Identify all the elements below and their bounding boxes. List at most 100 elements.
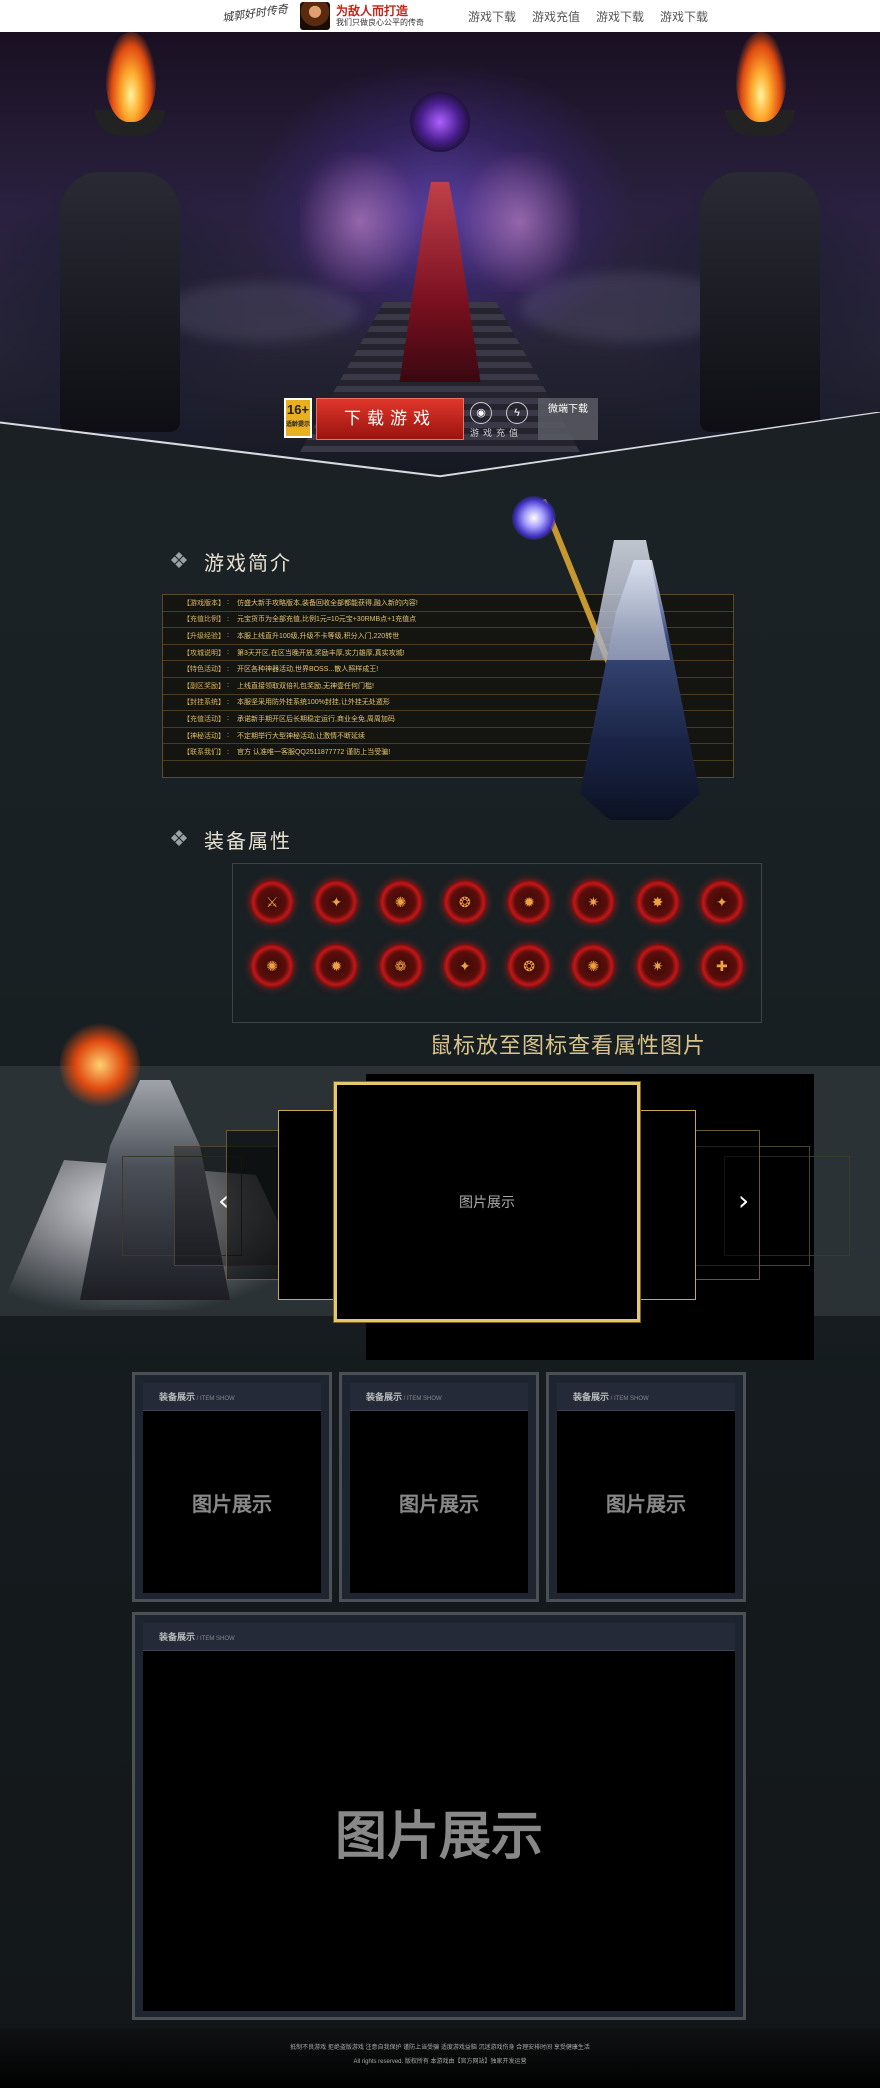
recharge-sub-label[interactable]: 游戏充值 xyxy=(470,428,523,438)
footer: 抵制不良游戏 拒绝盗版游戏 注意自我保护 谨防上当受骗 适度游戏益脑 沉迷游戏伤… xyxy=(0,2028,880,2088)
slogan-sub: 我们只做良心公平的传奇 xyxy=(336,18,424,27)
carousel-prev-arrow-icon[interactable]: ‹ xyxy=(218,1184,230,1217)
equipment-gem-icon[interactable]: ✸ xyxy=(635,880,680,924)
demon-skull-icon xyxy=(410,92,470,152)
nav-link-download-1[interactable]: 游戏下载 xyxy=(468,10,517,24)
intro-value: 承诺新手期开区后长期稳定运行,商业全免,周周加码 xyxy=(237,715,395,723)
lightning-icon[interactable]: ϟ xyxy=(506,402,528,424)
equipment-frame xyxy=(232,863,762,1023)
equipment-grid: ⚔ ✦ ✺ ❂ ✹ ✷ ✸ ✦ ✺ ✹ ❁ ✦ ❂ ✺ ✷ ✚ xyxy=(240,880,754,988)
intro-row: 【特色活动】:开区各种神器活动,世界BOSS...散人照样成王! xyxy=(163,661,733,678)
wechat-download-button[interactable]: 微端下载 xyxy=(538,398,598,440)
intro-key: 【封挂系统】 xyxy=(183,699,225,707)
top-bar: 城郭好时传奇 为敌人而打造 我们只做良心公平的传奇 游戏下载 游戏充值 游戏下载… xyxy=(0,0,880,32)
nav-link-download-3[interactable]: 游戏下载 xyxy=(660,10,709,24)
hero-wing-right xyxy=(460,152,580,292)
intro-value: 不定期举行大型神秘活动,让激情不断延续 xyxy=(237,732,365,740)
equipment-gem-icon[interactable]: ✷ xyxy=(571,880,616,924)
item-show-title: 装备展示 xyxy=(366,1392,403,1402)
intro-key: 【攻城说明】 xyxy=(183,649,225,657)
item-show-card-large[interactable]: 装备展示 / ITEM SHOW 图片展示 xyxy=(132,1612,746,2020)
equipment-gem-icon[interactable]: ✹ xyxy=(314,944,359,988)
intro-value: 本服上线直升100级,升级不卡等级,积分入门,220转世 xyxy=(237,632,400,640)
intro-key: 【副区奖励】 xyxy=(183,682,225,690)
intro-value: 仿盛大新手攻略版本,装备回收全部都能获得,融入新的内容! xyxy=(237,599,418,607)
equipment-gem-icon[interactable]: ❂ xyxy=(507,944,552,988)
item-show-card[interactable]: 装备展示 / ITEM SHOW 图片展示 xyxy=(339,1372,539,1602)
equipment-gem-icon[interactable]: ✷ xyxy=(635,944,680,988)
lightning-orb-icon xyxy=(512,496,556,540)
intro-value: 本服坚采用防外挂系统100%封挂,让外挂无处遁形 xyxy=(237,699,390,707)
intro-value: 上线直接领取双倍礼包奖励,无神壹任何门槛! xyxy=(237,682,374,690)
equipment-gem-icon[interactable]: ⚔ xyxy=(250,880,295,924)
item-show-subtitle: / ITEM SHOW xyxy=(195,1396,235,1402)
equipment-gem-icon[interactable]: ❁ xyxy=(378,944,423,988)
logo-avatar-icon[interactable] xyxy=(300,2,330,30)
item-show-header: 装备展示 / ITEM SHOW xyxy=(557,1383,735,1411)
equipment-gem-icon[interactable]: ✹ xyxy=(507,880,552,924)
item-show-header: 装备展示 / ITEM SHOW xyxy=(143,1623,735,1651)
item-show-image: 图片展示 xyxy=(557,1411,735,1593)
top-nav: 游戏下载 游戏充值 游戏下载 游戏下载 xyxy=(468,8,708,25)
item-show-subtitle: / ITEM SHOW xyxy=(195,1636,235,1642)
equipment-gem-icon[interactable]: ✦ xyxy=(699,880,744,924)
torch-flame-right-icon xyxy=(736,32,786,122)
age-rating-value: 16+ xyxy=(286,402,310,417)
carousel-next-arrow-icon[interactable]: › xyxy=(738,1184,750,1217)
intro-key: 【升级经验】 xyxy=(183,632,225,640)
item-show-image: 图片展示 xyxy=(350,1411,528,1593)
intro-key: 【联系我们】 xyxy=(183,749,225,757)
carousel-main-slide[interactable]: 图片展示 xyxy=(334,1082,640,1322)
equipment-gem-icon[interactable]: ✺ xyxy=(378,880,423,924)
intro-row: 【攻城说明】:第3天开区,在区当晚开放,奖励丰厚,实力雄厚,真实攻城! xyxy=(163,645,733,662)
intro-key: 【特色活动】 xyxy=(183,666,225,674)
intro-key: 【充值活动】 xyxy=(183,715,225,723)
record-icon[interactable]: ◉ xyxy=(470,402,492,424)
intro-value: 开区各种神器活动,世界BOSS...散人照样成王! xyxy=(237,666,379,674)
logo-script[interactable]: 城郭好时传奇 xyxy=(221,2,289,25)
item-show-title: 装备展示 xyxy=(159,1632,196,1642)
hero-wing-left xyxy=(300,152,420,292)
intro-key: 【游戏版本】 xyxy=(183,599,225,607)
item-show-card[interactable]: 装备展示 / ITEM SHOW 图片展示 xyxy=(132,1372,332,1602)
equipment-gem-icon[interactable]: ✦ xyxy=(442,944,487,988)
hero-statue-right xyxy=(700,172,820,432)
item-show-card[interactable]: 装备展示 / ITEM SHOW 图片展示 xyxy=(546,1372,746,1602)
nav-link-recharge[interactable]: 游戏充值 xyxy=(532,10,581,24)
equipment-gem-icon[interactable]: ✺ xyxy=(571,944,616,988)
equipment-gem-icon[interactable]: ✺ xyxy=(250,944,295,988)
warrior-fire xyxy=(60,1020,140,1110)
equipment-gem-icon[interactable]: ✦ xyxy=(314,880,359,924)
equipment-gem-icon[interactable]: ✚ xyxy=(699,944,744,988)
intro-title: 游戏简介 xyxy=(204,550,292,575)
intro-row: 【封挂系统】:本服坚采用防外挂系统100%封挂,让外挂无处遁形 xyxy=(163,695,733,712)
intro-key: 【充值比例】 xyxy=(183,616,225,624)
intro-row: 【游戏版本】:仿盛大新手攻略版本,装备回收全部都能获得,融入新的内容! xyxy=(163,595,733,612)
download-game-button[interactable]: 下载游戏 xyxy=(316,398,464,440)
intro-row: 【副区奖励】:上线直接领取双倍礼包奖励,无神壹任何门槛! xyxy=(163,678,733,695)
equipment-gem-icon[interactable]: ❂ xyxy=(442,880,487,924)
footer-notice: 抵制不良游戏 拒绝盗版游戏 注意自我保护 谨防上当受骗 适度游戏益脑 沉迷游戏伤… xyxy=(290,2045,590,2051)
intro-row: 【升级经验】:本服上线直升100级,升级不卡等级,积分入门,220转世 xyxy=(163,628,733,645)
torch-flame-left-icon xyxy=(106,32,156,122)
item-show-image: 图片展示 xyxy=(143,1411,321,1593)
equipment-section-title: ❖ 装备属性 xyxy=(164,824,292,854)
intro-value: 官方 认准唯一客服QQ2511877772 谨防上当受骗! xyxy=(237,749,391,757)
intro-row: 【充值比例】:元宝货币为全部充值,比例1元=10元宝+30RMB点+1充值点 xyxy=(163,612,733,629)
hero-statue-left xyxy=(60,172,180,432)
intro-row: 【联系我们】:官方 认准唯一客服QQ2511877772 谨防上当受骗! xyxy=(163,744,733,761)
intro-row: 【神秘活动】:不定期举行大型神秘活动,让激情不断延续 xyxy=(163,728,733,745)
slogan-main: 为敌人而打造 xyxy=(336,4,409,18)
dragon-emblem-icon: ❖ xyxy=(169,826,189,851)
item-show-header: 装备展示 / ITEM SHOW xyxy=(143,1383,321,1411)
nav-link-download-2[interactable]: 游戏下载 xyxy=(596,10,645,24)
age-rating-sub: 适龄提示 xyxy=(286,422,311,428)
mage-character xyxy=(512,496,760,830)
hero-cloud xyxy=(160,282,360,342)
footer-copyright: All rights reserved. 版权所有 本游戏由【官方网站】独家开发… xyxy=(353,2059,527,2065)
intro-value: 第3天开区,在区当晚开放,奖励丰厚,实力雄厚,真实攻城! xyxy=(237,649,405,657)
item-show-image: 图片展示 xyxy=(143,1651,735,2011)
item-show-subtitle: / ITEM SHOW xyxy=(609,1396,649,1402)
equipment-title: 装备属性 xyxy=(204,828,292,853)
equipment-hint: 鼠标放至图标查看属性图片 xyxy=(430,1034,707,1059)
